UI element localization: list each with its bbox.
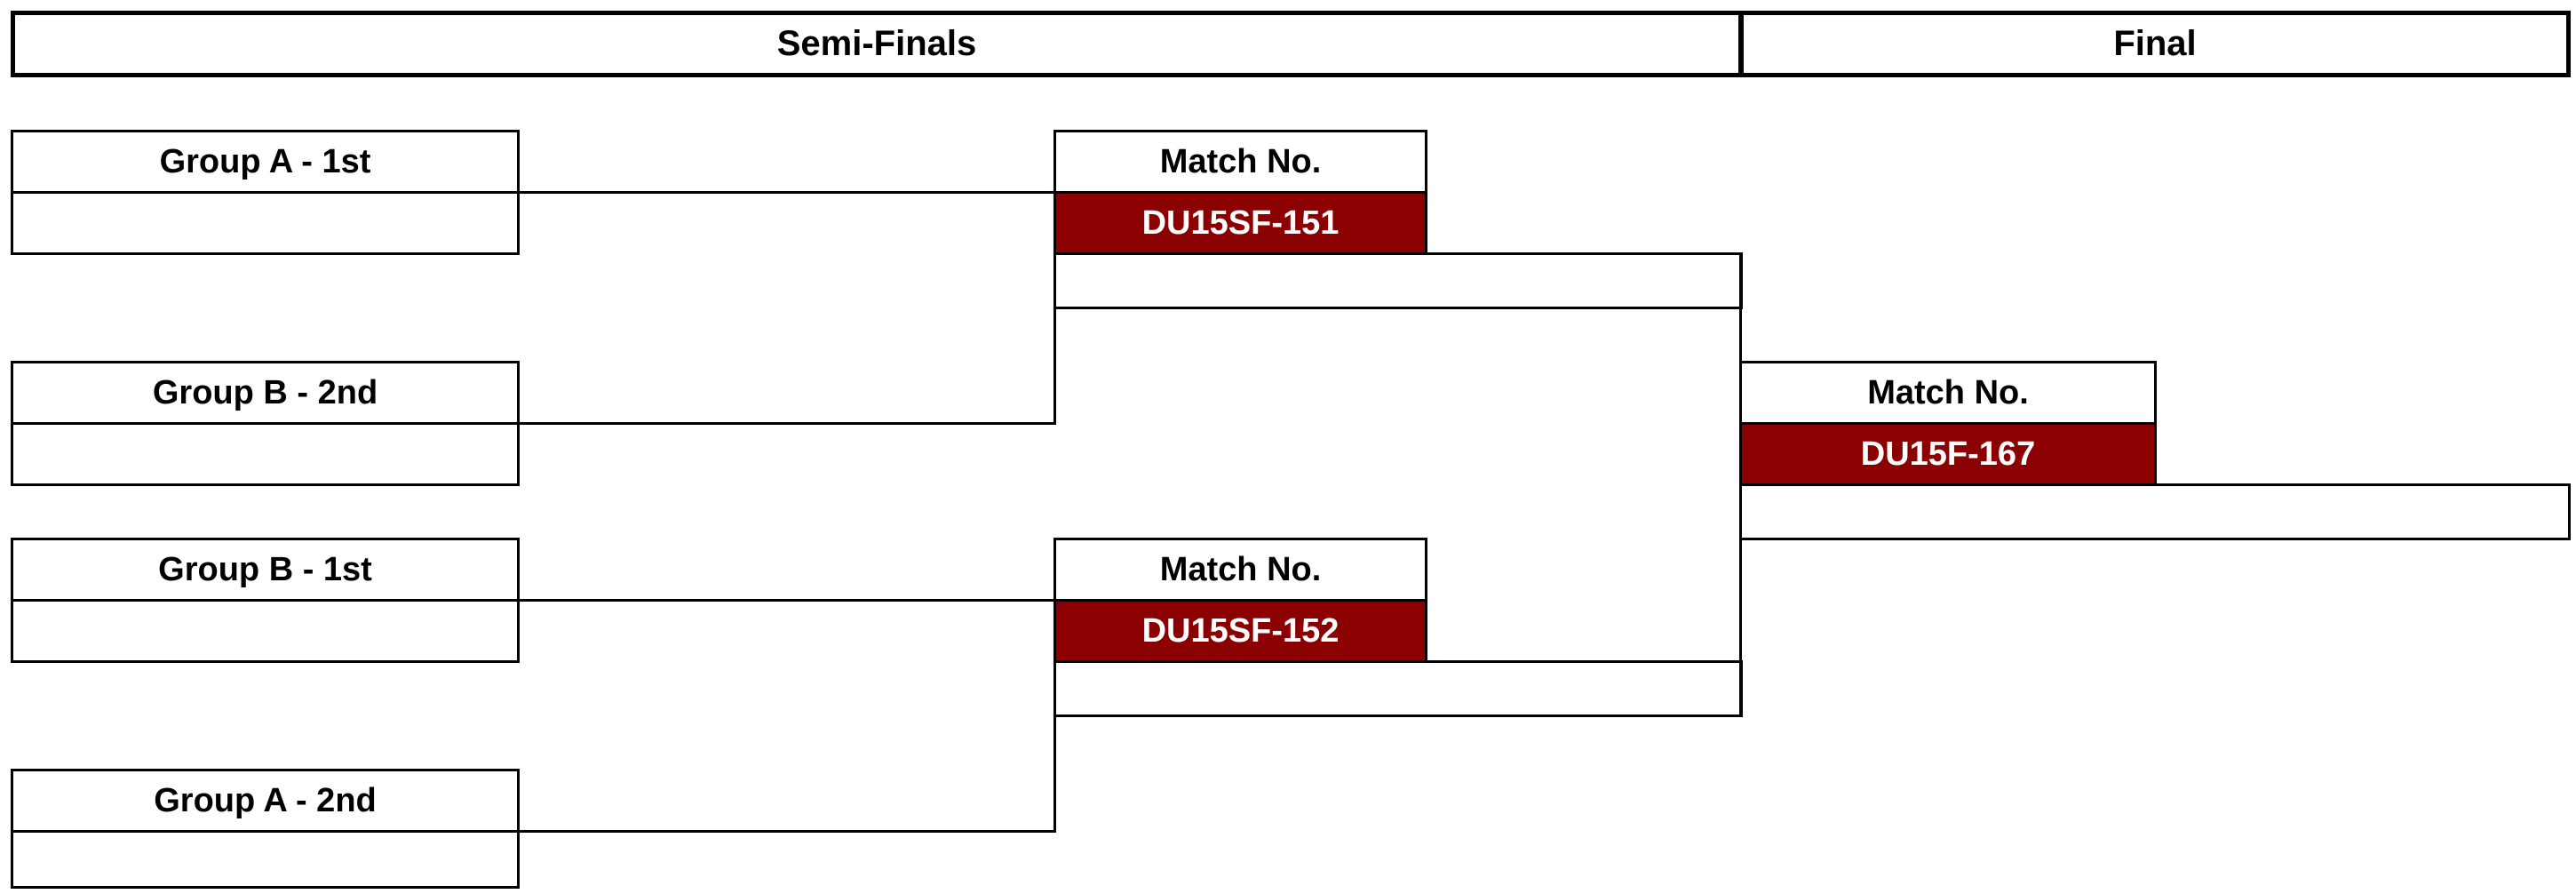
semi-finals-title: Semi-Finals [776,24,977,63]
final-title: Final [2113,24,2197,63]
team-slot-label: Group A - 2nd [11,769,520,833]
connector-line [520,599,1053,602]
match-winner-slot[interactable] [1053,252,1743,309]
match-winner-slot[interactable] [1053,660,1743,717]
connector-line [520,422,1053,425]
connector-line [1053,307,1056,425]
final-winner-slot[interactable] [1739,483,2571,540]
connector-line [520,830,1053,833]
connector-line [1053,715,1056,833]
match-code: DU15SF-152 [1053,599,1427,663]
team-slot-label: Group B - 2nd [11,361,520,425]
team-slot-value[interactable] [11,422,520,486]
connector-line [1739,255,1742,717]
match-label: Match No. [1053,130,1427,194]
team-slot-value[interactable] [11,599,520,663]
match-label: Match No. [1053,538,1427,602]
team-slot-label: Group A - 1st [11,130,520,194]
semi-finals-header: Semi-Finals [11,11,1743,77]
match-code: DU15SF-151 [1053,191,1427,255]
team-slot-value[interactable] [11,830,520,889]
team-slot-label: Group B - 1st [11,538,520,602]
final-header: Final [1739,11,2571,77]
team-slot-value[interactable] [11,191,520,255]
final-match-label: Match No. [1739,361,2157,425]
connector-line [520,191,1053,194]
final-match-code: DU15F-167 [1739,422,2157,486]
